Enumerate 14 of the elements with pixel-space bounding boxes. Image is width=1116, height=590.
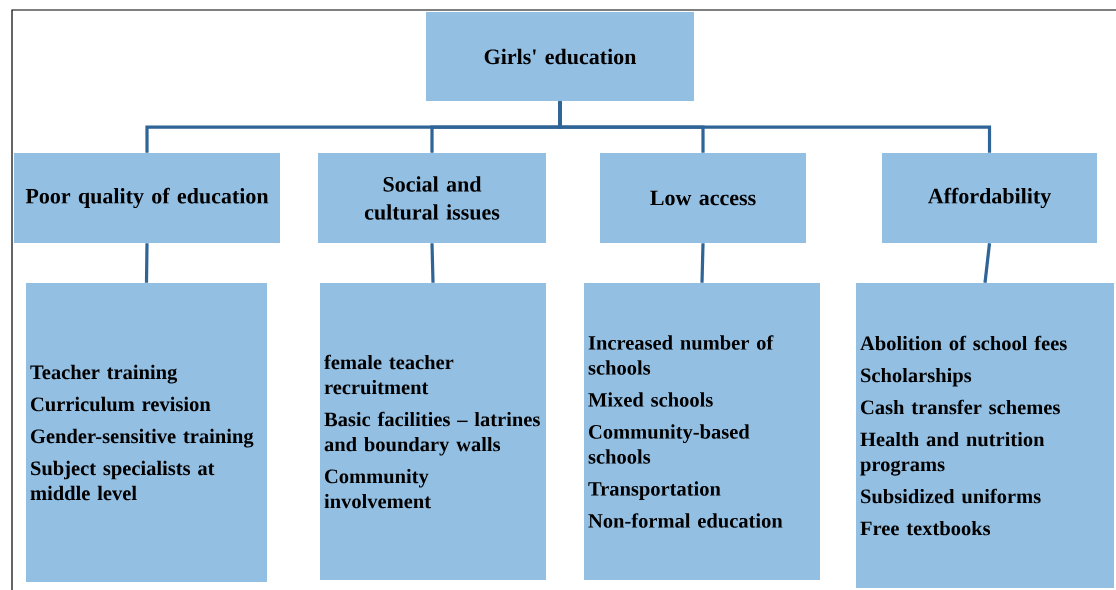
connector-line (144, 243, 149, 283)
category-box: Poor quality of education (14, 153, 280, 243)
category-box: Girls' education (426, 12, 694, 101)
list-box: Abolition of school fees Scholarships Cash transfer schemes Health and nutrition programs Subsidized uniforms Free textbooks (856, 283, 1114, 588)
list-box: Teacher training Curriculum revision Gender-sensitive training Subject specialists at middle level (26, 283, 267, 582)
category-box: Affordability (882, 153, 1097, 243)
category-box: Low access (600, 153, 806, 243)
category-box: Social and cultural issues (318, 153, 546, 243)
list-box: Increased number of schools Mixed schools Community-based schools Transportation Non-formal education (584, 283, 820, 580)
connector-line (558, 101, 992, 153)
list-box: female teacher recruitment Basic facilities – latrines and boundary walls Community involvement (320, 283, 546, 580)
connector-line (700, 243, 705, 283)
connector-line (430, 243, 435, 283)
connector-line (983, 243, 992, 283)
